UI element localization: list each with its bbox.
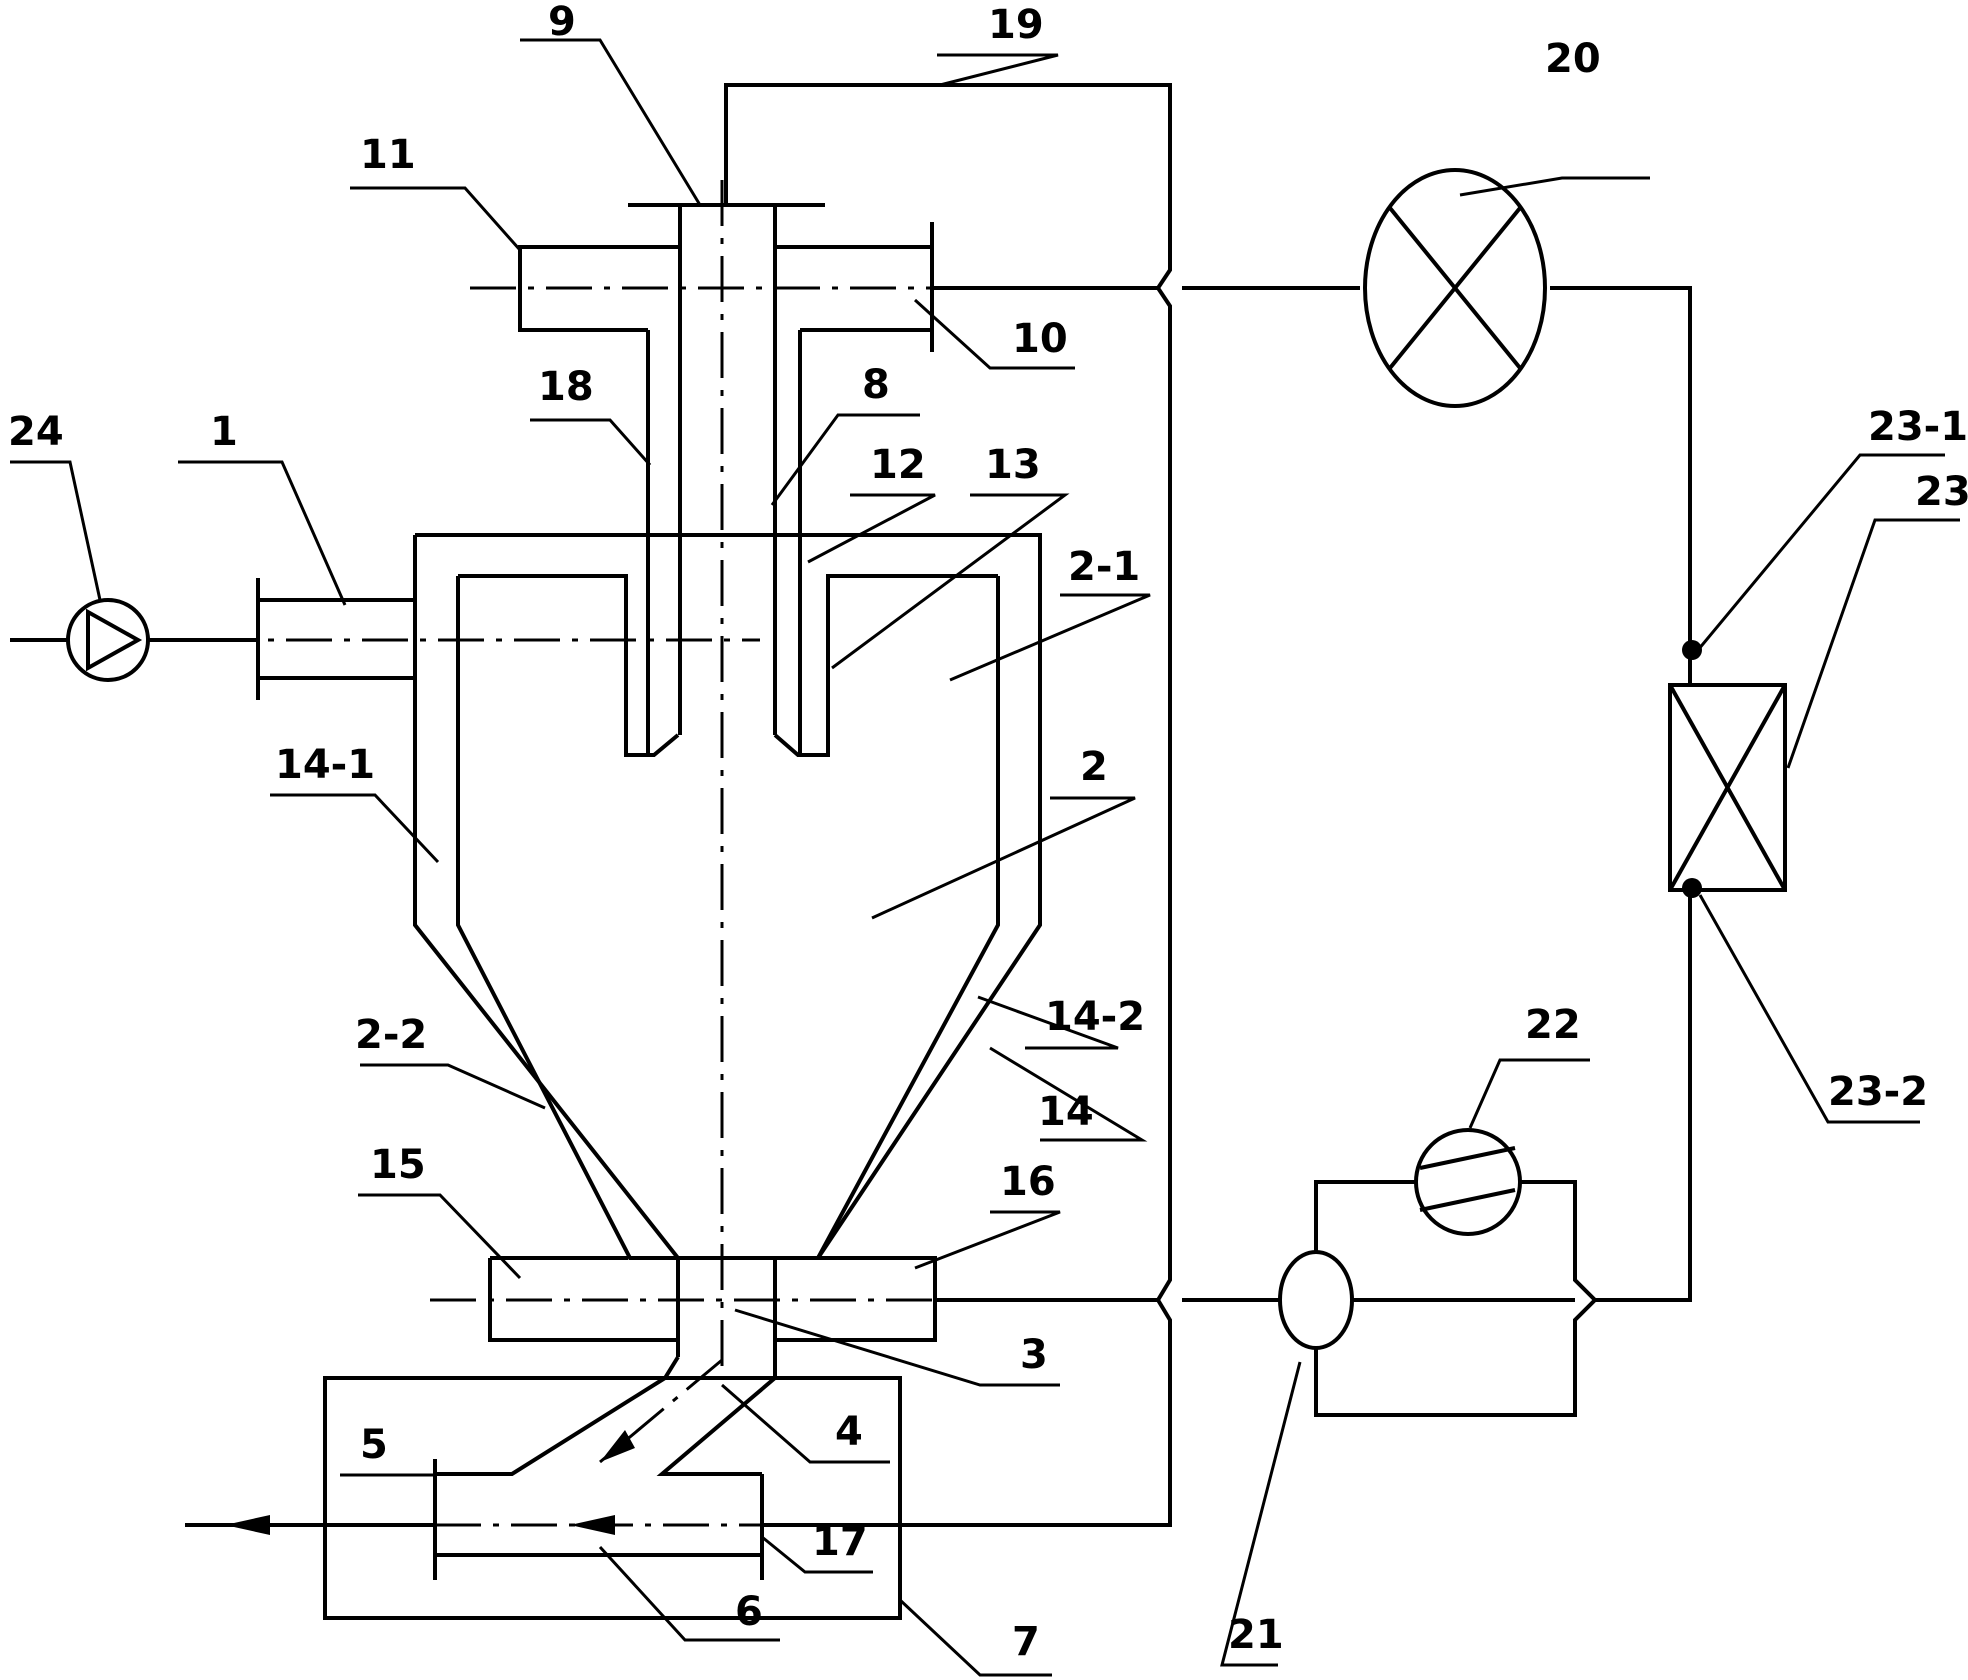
label-21: 21	[1228, 1612, 1284, 1658]
label-2-2: 2-2	[355, 1012, 427, 1058]
jacket-tube	[518, 222, 934, 755]
label-22: 22	[1525, 1002, 1581, 1048]
label-23: 23	[1915, 469, 1968, 515]
label-15: 15	[370, 1142, 426, 1188]
label-13: 13	[985, 442, 1041, 488]
compressor-icon	[1414, 1128, 1522, 1236]
label-19: 19	[988, 2, 1044, 48]
four-way-valve-icon	[1278, 1250, 1354, 1350]
y-branch	[435, 1355, 777, 1476]
compressor-loop	[1314, 1180, 1598, 1417]
label-18: 18	[538, 364, 594, 410]
label-11: 11	[360, 132, 416, 178]
label-2: 2	[1080, 744, 1108, 790]
line-23-down	[1595, 890, 1692, 1302]
label-17: 17	[812, 1519, 868, 1565]
label-3: 3	[1020, 1332, 1048, 1378]
label-4: 4	[835, 1409, 863, 1455]
leader-lines	[10, 38, 1960, 1677]
label-24: 24	[8, 409, 64, 455]
cyclone-inner-wall	[456, 574, 1000, 1357]
collector-box	[323, 1376, 902, 1620]
heat-exchanger-icon	[1668, 640, 1787, 898]
throttle-valve-icon	[1363, 168, 1547, 408]
label-14: 14	[1038, 1089, 1094, 1135]
label-23-2: 23-2	[1828, 1069, 1928, 1115]
label-1: 1	[210, 409, 238, 455]
bottom-header-15	[488, 1256, 678, 1342]
outlet-arrows	[185, 1430, 635, 1535]
label-10: 10	[1012, 316, 1068, 362]
center-lines	[210, 180, 1000, 1527]
label-9: 9	[548, 0, 576, 45]
label-5: 5	[360, 1422, 388, 1468]
return-loop-19	[724, 83, 1172, 1527]
pump-icon	[66, 598, 150, 682]
cyclone-outer-wall	[413, 533, 1042, 1260]
vortex-finder-tube	[628, 203, 825, 735]
label-20: 20	[1545, 36, 1601, 82]
line-to-valve	[932, 286, 1692, 685]
label-12: 12	[870, 442, 926, 488]
label-8: 8	[862, 362, 890, 408]
label-7: 7	[1012, 1619, 1040, 1665]
label-6: 6	[735, 1589, 763, 1635]
label-14-1: 14-1	[275, 742, 375, 788]
labels: 9 19 20 11 10 18 8 12 13 1 24 2-1 2 14-1…	[8, 0, 1968, 1665]
label-14-2: 14-2	[1045, 994, 1145, 1040]
label-16: 16	[1000, 1159, 1056, 1205]
label-23-1: 23-1	[1868, 404, 1968, 450]
label-2-1: 2-1	[1068, 544, 1140, 590]
